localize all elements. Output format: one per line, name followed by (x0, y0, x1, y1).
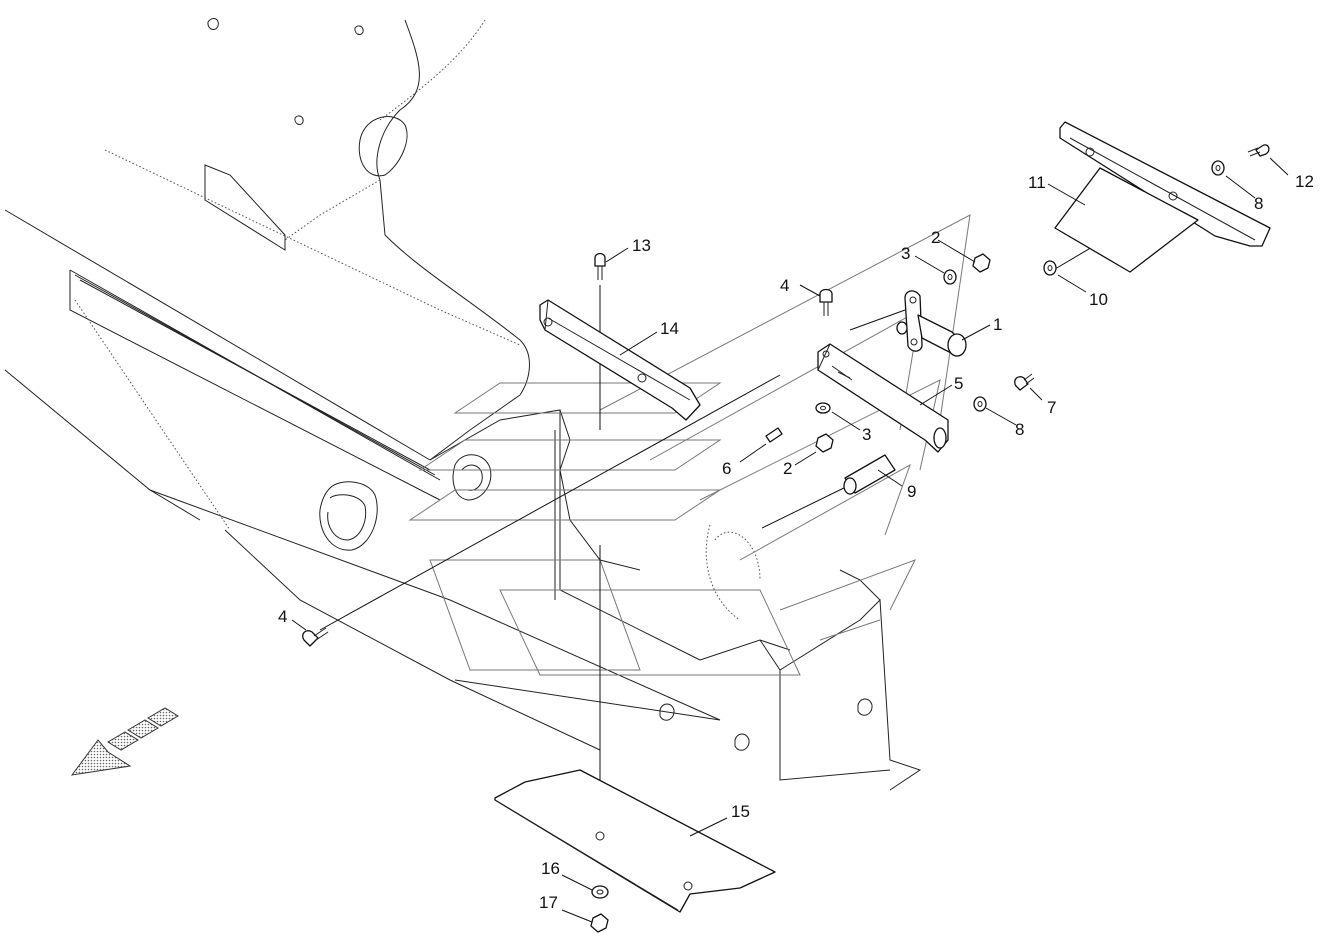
fastener-washer-3-top (943, 269, 957, 285)
direction-arrow-icon (70, 707, 179, 776)
fastener-washer-10 (1043, 260, 1057, 276)
part-11-bracket (1054, 121, 1271, 273)
callout-5: 5 (954, 374, 963, 393)
machine-frame-background (4, 18, 922, 791)
leader-lines (291, 157, 1289, 923)
callout-8-mid: 8 (1015, 420, 1024, 439)
fastener-bolt-13 (594, 252, 606, 280)
fastener-bolt-4-top (819, 288, 833, 316)
fastener-nut-2-mid (815, 433, 834, 453)
fastener-washer-3-mid (815, 402, 831, 414)
ghost-frame-outline (408, 214, 971, 676)
callout-labels: 1 2 2 3 3 4 4 5 6 7 8 8 9 10 11 12 13 14… (278, 172, 1314, 912)
callout-1: 1 (993, 315, 1002, 334)
fastener-washer-16 (591, 885, 609, 899)
fastener-bolt-4-left (302, 627, 329, 647)
callout-7: 7 (1047, 398, 1056, 417)
callout-12: 12 (1295, 172, 1314, 191)
callout-9: 9 (907, 482, 916, 501)
assembly-axis-lines (319, 194, 1181, 835)
callout-11: 11 (1028, 173, 1046, 192)
callout-2-mid: 2 (783, 459, 792, 478)
fastener-nut-17 (590, 913, 609, 933)
callout-4-top: 4 (780, 276, 789, 295)
callout-10: 10 (1089, 290, 1108, 309)
fastener-washer-8-top (1211, 160, 1225, 176)
callout-16: 16 (541, 859, 560, 878)
part-9-spacer-tube (843, 454, 896, 495)
fastener-nut-2-top (972, 253, 991, 273)
callout-17: 17 (539, 893, 558, 912)
fastener-bolt-12 (1247, 144, 1270, 157)
part-14-bracket (539, 299, 701, 421)
part-15-plate (494, 769, 776, 913)
callout-3-top: 3 (901, 244, 910, 263)
part-5-bar (817, 343, 949, 453)
callout-8-top: 8 (1254, 194, 1263, 213)
callout-4-left: 4 (278, 607, 287, 626)
callout-13: 13 (632, 236, 651, 255)
part-6-pin (765, 427, 783, 443)
callout-15: 15 (731, 802, 750, 821)
callout-2-top: 2 (931, 228, 940, 247)
fastener-washer-8-mid (973, 396, 987, 412)
callout-14: 14 (660, 319, 679, 338)
callout-6: 6 (722, 459, 731, 478)
part-1-sensor (896, 290, 967, 357)
callout-3-mid: 3 (862, 425, 871, 444)
fastener-bolt-7 (1014, 373, 1035, 391)
